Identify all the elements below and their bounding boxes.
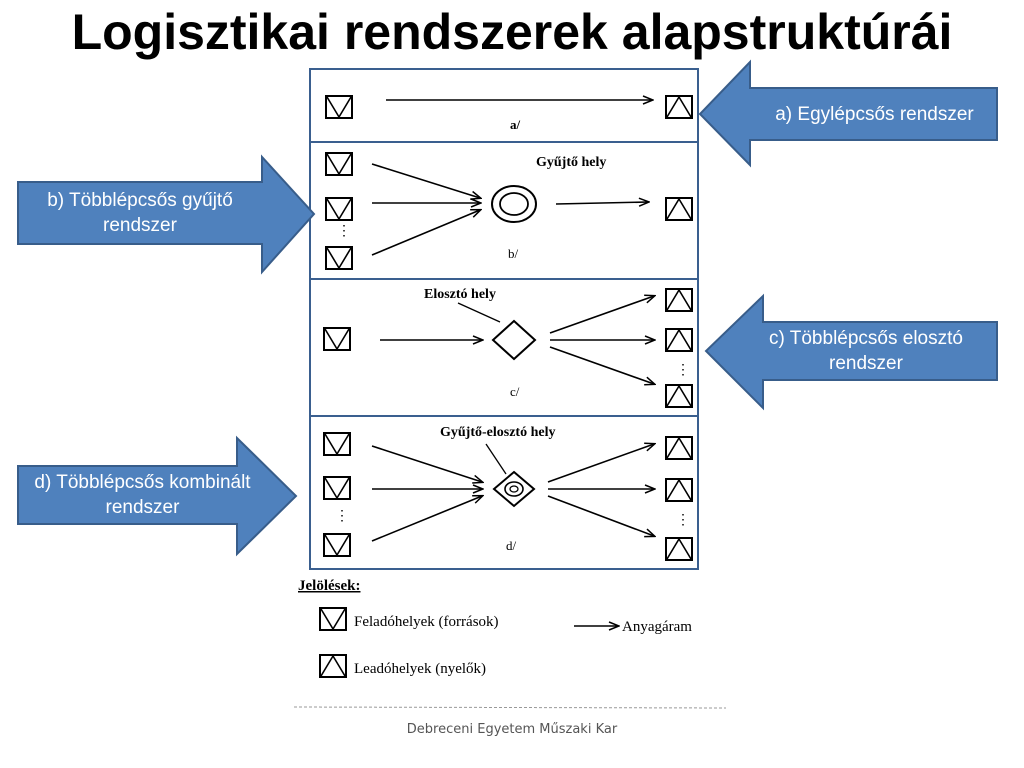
distributor-node-icon [491, 319, 537, 361]
callout-d-arrow [17, 435, 298, 557]
vertical-ellipsis: ⋮ [676, 513, 690, 528]
vertical-ellipsis: ⋮ [335, 509, 349, 524]
panel-a-caption: a/ [510, 117, 521, 132]
callout-b-arrow [17, 154, 316, 275]
panel-a: a/ [325, 95, 693, 132]
legend-source-text: Feladóhelyek (források) [354, 614, 499, 630]
sink-box-icon [665, 436, 693, 460]
callout-a-label: a) Egylépcsős rendszer [775, 103, 974, 125]
combined-node-icon [492, 470, 536, 508]
flow-arrow [549, 346, 654, 384]
collector-node-icon [491, 185, 537, 223]
source-box-icon [319, 607, 347, 631]
distributor-node-label: Elosztó hely [424, 287, 496, 302]
flow-arrow [371, 210, 480, 256]
sink-box-icon [665, 478, 693, 502]
label-leader-line [457, 302, 501, 323]
sink-box-icon [665, 95, 693, 119]
source-box-icon [323, 327, 351, 351]
callout-a-arrow [698, 59, 998, 168]
label-leader-line [485, 443, 507, 475]
legend-sink-text: Leadóhelyek (nyelők) [354, 661, 486, 677]
flow-arrow [555, 202, 648, 204]
panel-c-caption: c/ [510, 384, 520, 399]
sink-box-icon [665, 384, 693, 408]
source-box-icon [323, 476, 351, 500]
sink-box-icon [665, 288, 693, 312]
panel-borders [309, 68, 699, 570]
panel-c-frame [309, 278, 699, 417]
panel-b: ⋮ Gyűjtő hely b/ [325, 152, 693, 270]
slide-title: Logisztikai rendszerek alapstruktúrái [71, 4, 953, 60]
callout-c-arrow [704, 293, 998, 411]
source-box-icon [325, 95, 353, 119]
combined-node-label: Gyűjtő-elosztó hely [440, 425, 555, 440]
legend: Jelölések: Feladóhelyek (források) Anyag… [293, 578, 727, 709]
source-box-icon [323, 533, 351, 557]
flow-arrow [371, 163, 480, 198]
panel-d: Gyűjtő-elosztó hely ⋮ ⋮ d/ [323, 425, 693, 561]
source-box-icon [325, 246, 353, 270]
legend-flow-text: Anyagáram [622, 619, 692, 635]
callout-c-label: c) Többlépcsős elosztó rendszer [769, 328, 963, 374]
source-box-icon [323, 432, 351, 456]
flow-arrow [547, 444, 654, 483]
scan-edge-line [293, 706, 727, 709]
panel-c: Elosztó hely ⋮ c/ [323, 287, 693, 408]
panel-b-frame [309, 141, 699, 280]
legend-heading: Jelölések: [298, 578, 360, 594]
collector-node-label: Gyűjtő hely [536, 155, 606, 170]
sink-box-icon [665, 328, 693, 352]
slide-footer: Debreceni Egyetem Műszaki Kar [406, 722, 618, 737]
vertical-ellipsis: ⋮ [676, 363, 690, 378]
callout-arrows [17, 59, 998, 557]
flow-arrow [371, 445, 482, 482]
sink-box-icon [319, 654, 347, 678]
panel-a-frame [309, 68, 699, 143]
vertical-ellipsis: ⋮ [337, 224, 351, 239]
flow-arrow [371, 496, 482, 542]
panel-d-frame [309, 415, 699, 570]
source-box-icon [325, 197, 353, 221]
sink-box-icon [665, 197, 693, 221]
panel-d-caption: d/ [506, 538, 517, 553]
callout-b-label: b) Többlépcsős gyűjtő rendszer [47, 190, 233, 236]
sink-box-icon [665, 537, 693, 561]
panel-b-caption: b/ [508, 246, 519, 261]
flow-arrow [547, 495, 654, 536]
callout-d-label: d) Többlépcsős kombinált rendszer [34, 472, 251, 518]
flow-arrow [549, 296, 654, 334]
source-box-icon [325, 152, 353, 176]
